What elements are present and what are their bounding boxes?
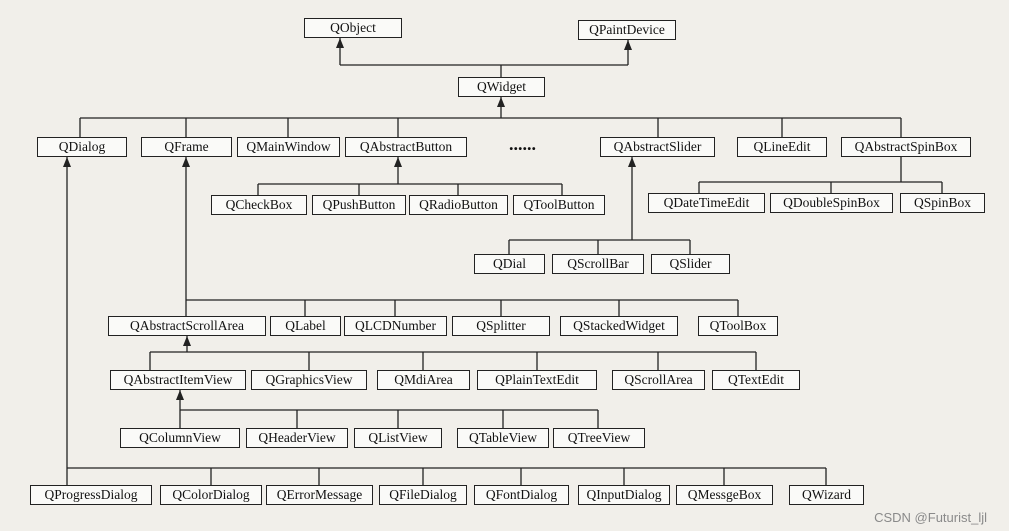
node-qabstractitemview: QAbstractItemView: [110, 370, 246, 390]
inheritance-arrowhead: [176, 390, 184, 400]
node-qcolordialog: QColorDialog: [160, 485, 262, 505]
inheritance-arrowhead: [182, 157, 190, 167]
node-qheaderview: QHeaderView: [246, 428, 348, 448]
inheritance-arrowhead: [628, 157, 636, 167]
inheritance-arrowhead: [624, 40, 632, 50]
node-qplaintextedit: QPlainTextEdit: [477, 370, 597, 390]
node-qabstractbutton: QAbstractButton: [345, 137, 467, 157]
node-qdial: QDial: [474, 254, 545, 274]
inheritance-arrowhead: [394, 157, 402, 167]
node-qdoublespinbox: QDoubleSpinBox: [770, 193, 893, 213]
inheritance-arrowhead: [336, 38, 344, 48]
node-qspinbox: QSpinBox: [900, 193, 985, 213]
node-qstackedwidget: QStackedWidget: [560, 316, 678, 336]
node-qlineedit: QLineEdit: [737, 137, 827, 157]
node-qmessgebox: QMessgeBox: [676, 485, 773, 505]
more-classes-ellipsis: ......: [509, 134, 536, 154]
node-qtoolbutton: QToolButton: [513, 195, 605, 215]
node-qdialog: QDialog: [37, 137, 127, 157]
inheritance-arrowhead: [63, 157, 71, 167]
inheritance-arrowhead: [183, 336, 191, 346]
node-qwizard: QWizard: [789, 485, 864, 505]
node-qradiobutton: QRadioButton: [409, 195, 508, 215]
node-qabstractscrollarea: QAbstractScrollArea: [108, 316, 266, 336]
node-qpaintdevice: QPaintDevice: [578, 20, 676, 40]
node-qfiledialog: QFileDialog: [379, 485, 467, 505]
node-qerrormessage: QErrorMessage: [266, 485, 373, 505]
node-qabstractslider: QAbstractSlider: [600, 137, 715, 157]
node-qlcdnumber: QLCDNumber: [344, 316, 447, 336]
node-qwidget: QWidget: [458, 77, 545, 97]
node-qinputdialog: QInputDialog: [578, 485, 670, 505]
node-qgraphicsview: QGraphicsView: [251, 370, 367, 390]
node-qobject: QObject: [304, 18, 402, 38]
node-qpushbutton: QPushButton: [312, 195, 406, 215]
node-qslider: QSlider: [651, 254, 730, 274]
node-qcheckbox: QCheckBox: [211, 195, 307, 215]
node-qscrollbar: QScrollBar: [552, 254, 644, 274]
node-qscrollarea: QScrollArea: [612, 370, 705, 390]
node-qmdiarea: QMdiArea: [377, 370, 470, 390]
node-qtextedit: QTextEdit: [712, 370, 800, 390]
node-qtreeview: QTreeView: [553, 428, 645, 448]
node-qcolumnview: QColumnView: [120, 428, 240, 448]
node-qframe: QFrame: [141, 137, 232, 157]
node-qprogressdialog: QProgressDialog: [30, 485, 152, 505]
node-qabstractspinbox: QAbstractSpinBox: [841, 137, 971, 157]
node-qlabel: QLabel: [270, 316, 341, 336]
node-qtoolbox: QToolBox: [698, 316, 778, 336]
node-qdatetimeedit: QDateTimeEdit: [648, 193, 765, 213]
node-qsplitter: QSplitter: [452, 316, 550, 336]
node-qmainwindow: QMainWindow: [237, 137, 340, 157]
inheritance-arrowhead: [497, 97, 505, 107]
node-qlistview: QListView: [354, 428, 442, 448]
watermark: CSDN @Futurist_ljl: [874, 510, 987, 525]
node-qfontdialog: QFontDialog: [474, 485, 569, 505]
node-qtableview: QTableView: [457, 428, 549, 448]
